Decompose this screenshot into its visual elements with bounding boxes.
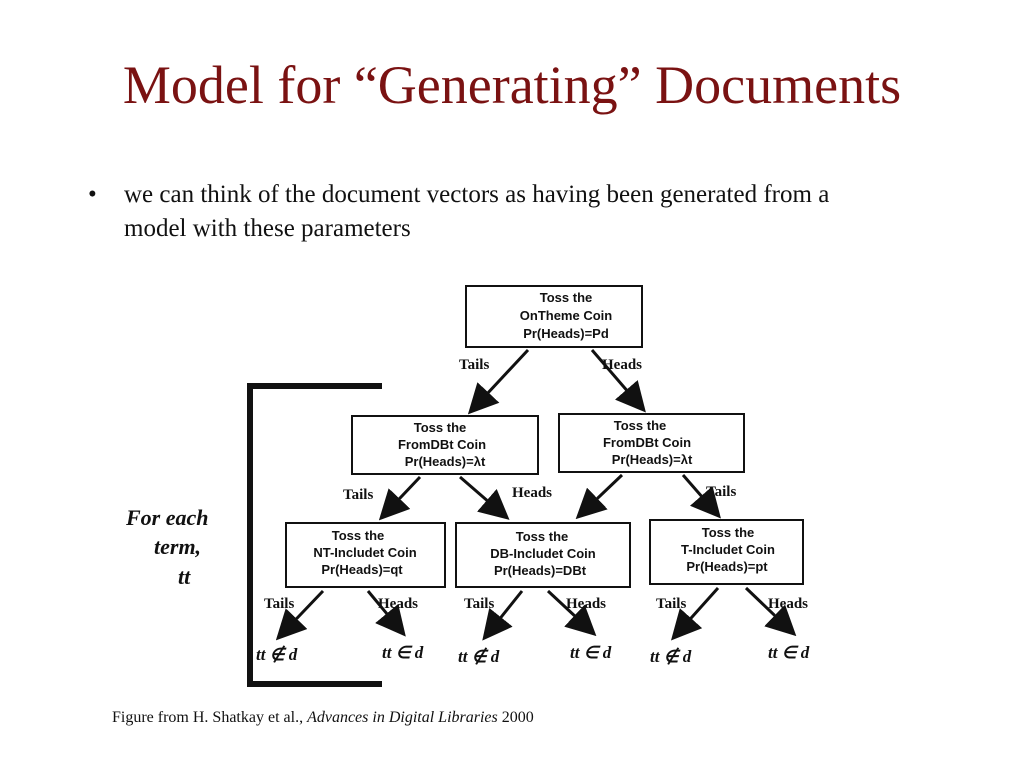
figure-caption: Figure from H. Shatkay et al., Advances …	[112, 709, 534, 727]
nt-include-coin-box: Toss the NT-Includet Coin Pr(Heads)=qt	[285, 522, 446, 588]
caption-publication: Advances in Digital Libraries	[307, 709, 498, 726]
caption-prefix: Figure from H. Shatkay et al.,	[112, 709, 308, 726]
box-text: Pr(Heads)=λt	[405, 454, 486, 469]
side-label-line-2: term,	[154, 534, 201, 559]
tails-label: Tails	[459, 357, 489, 373]
tails-label: Tails	[656, 596, 686, 612]
leaf-not-in-document: tt ∉ d	[458, 647, 500, 666]
bullet-mark: •	[88, 181, 97, 208]
side-label-line-1: For each	[125, 505, 209, 530]
tails-arrow	[275, 589, 325, 641]
bullet-text: we can think of the document vectors as …	[124, 181, 830, 242]
box-text: Toss the	[702, 525, 755, 540]
tails-arrow	[378, 475, 422, 521]
slide-title: Model for “Generating” Documents	[122, 55, 902, 115]
leaf-in-document: tt ∈ d	[570, 643, 612, 662]
ontheme-coin-box: Toss the OnTheme Coin Pr(Heads)=Pd	[465, 285, 643, 348]
tails-arrow	[670, 586, 720, 641]
tails-label: Tails	[706, 484, 736, 500]
tails-label: Tails	[264, 596, 294, 612]
heads-arrow	[575, 473, 624, 520]
heads-label: Heads	[566, 596, 606, 612]
box-text: FromDBt Coin	[398, 437, 486, 452]
box-text: T-Includet Coin	[681, 542, 775, 557]
heads-arrow	[546, 589, 597, 637]
box-text: FromDBt Coin	[603, 435, 691, 450]
box-text: NT-Includet Coin	[313, 545, 416, 560]
heads-label: Heads	[768, 596, 808, 612]
heads-label: Heads	[378, 596, 418, 612]
box-text: Pr(Heads)=qt	[321, 562, 403, 577]
tails-arrow	[482, 590, 524, 641]
side-label-line-3: tt	[178, 564, 191, 589]
box-text: Pr(Heads)=Pd	[523, 326, 609, 341]
db-include-coin-box: Toss the DB-Includet Coin Pr(Heads)=DBt	[455, 522, 631, 588]
box-text: Toss the	[414, 420, 467, 435]
leaf-in-document: tt ∈ d	[768, 643, 810, 662]
heads-label: Heads	[512, 485, 552, 501]
tails-label: Tails	[343, 487, 373, 503]
tails-label: Tails	[464, 596, 494, 612]
heads-label: Heads	[602, 357, 642, 373]
box-text: Toss the	[516, 529, 569, 544]
box-text: Toss the	[540, 290, 593, 305]
t-include-coin-box: Toss the T-Includet Coin Pr(Heads)=pt	[649, 519, 804, 585]
box-text: Pr(Heads)=DBt	[494, 563, 587, 578]
box-text: Toss the	[332, 528, 385, 543]
caption-year: 2000	[497, 709, 534, 726]
bullet-point: • we can think of the document vectors a…	[88, 178, 884, 245]
tails-arrow	[681, 474, 721, 519]
heads-arrow	[744, 586, 797, 637]
fromdb-coin-box-right: Toss the FromDBt Coin Pr(Heads)=λt	[558, 413, 745, 473]
box-text: DB-Includet Coin	[490, 546, 595, 561]
tails-arrow	[467, 348, 530, 415]
heads-arrow	[590, 349, 646, 413]
box-text: Toss the	[614, 418, 667, 433]
heads-arrow	[366, 590, 406, 637]
box-text: Pr(Heads)=pt	[686, 559, 768, 574]
leaf-in-document: tt ∈ d	[382, 643, 424, 662]
term-bracket	[247, 383, 382, 687]
leaf-not-in-document: tt ∉ d	[256, 645, 298, 664]
heads-arrow	[459, 475, 510, 520]
box-text: OnTheme Coin	[520, 308, 613, 323]
box-text: Pr(Heads)=λt	[612, 452, 693, 467]
leaf-not-in-document: tt ∉ d	[650, 647, 692, 666]
fromdb-coin-box-left: Toss the FromDBt Coin Pr(Heads)=λt	[351, 415, 539, 475]
